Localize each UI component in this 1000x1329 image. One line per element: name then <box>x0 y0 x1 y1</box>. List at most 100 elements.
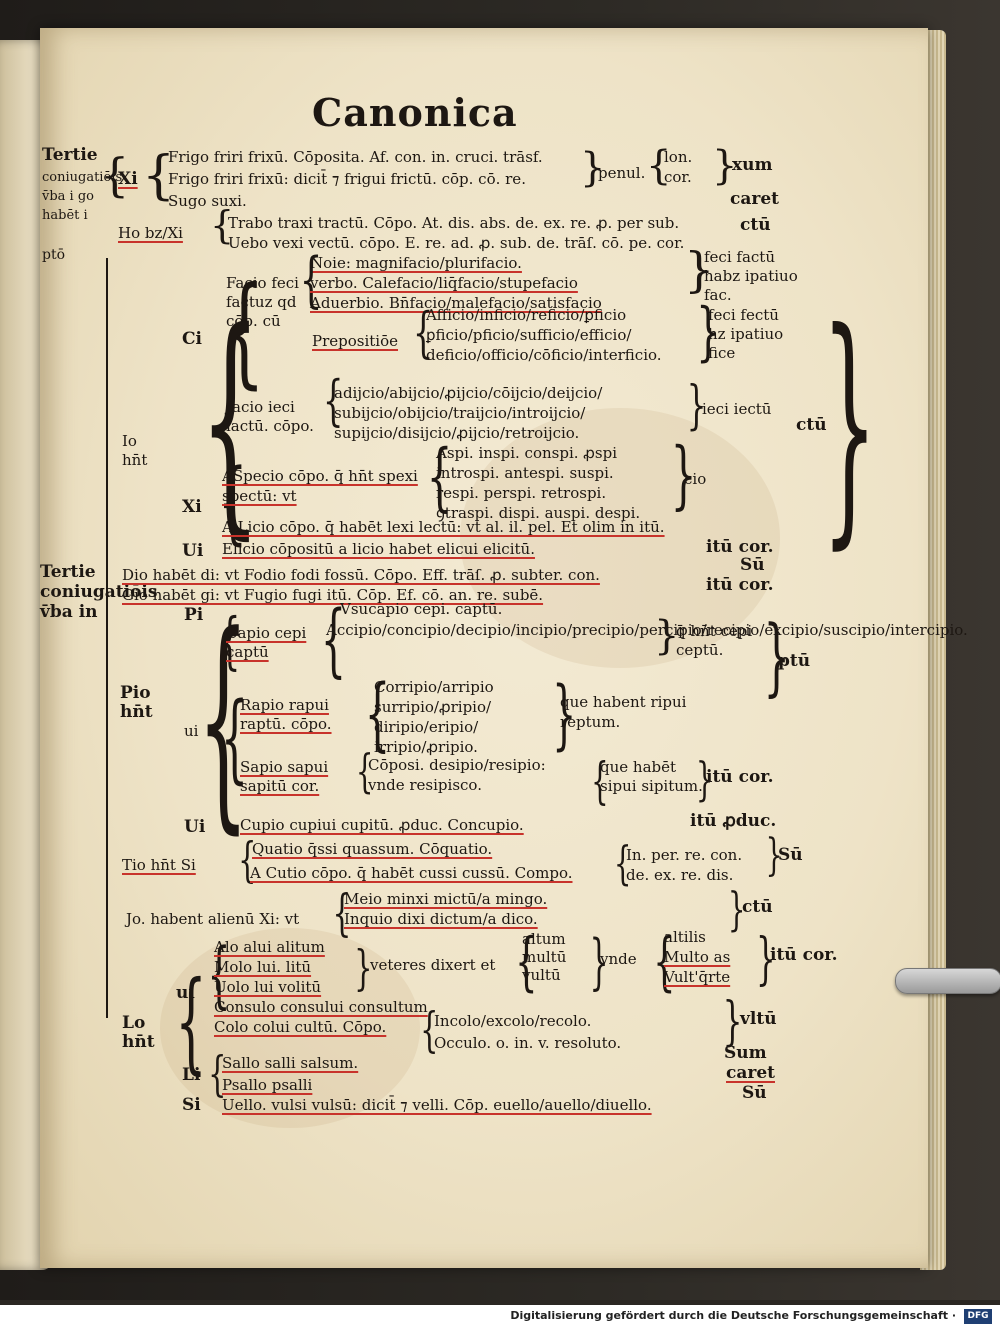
brace-closing: } <box>763 607 791 705</box>
ending-ctu-2: ctū <box>796 415 827 435</box>
note-ripui-reptum: que habent ripui reptum. <box>560 693 687 731</box>
brace: { <box>218 450 247 555</box>
label-si: Si <box>182 1095 201 1115</box>
entry-multu: multū <box>522 948 567 966</box>
brace-closing: } <box>354 940 373 996</box>
ending-ctu-3: ctū <box>742 897 773 917</box>
note-feci-factu: feci factū habz ipatiuo fac. <box>704 248 798 304</box>
label-prepositione: Prepositiōe <box>312 332 399 350</box>
book-page <box>40 28 928 1268</box>
heading-pto: ptō <box>42 247 66 263</box>
label-penul: penul. <box>598 164 646 182</box>
label-ui-4: ui <box>176 983 195 1003</box>
page-title: Canonica <box>312 90 518 135</box>
ending-ctu-1: ctū <box>740 215 771 235</box>
brace: { <box>223 262 266 401</box>
entry-vsucapio: Vsucapio cepi. captū. <box>340 600 503 618</box>
brace: { <box>175 957 207 1085</box>
label-ci: Ci <box>182 329 202 349</box>
entry-frigo-1: Frigo friri frixū. Cōposita. Af. con. in… <box>168 148 543 166</box>
bracket-line <box>106 258 108 1018</box>
entry-consulo: Consulo consului consultum <box>214 998 428 1016</box>
brace: { <box>426 434 453 520</box>
label-lo-hnt: Lo hn̄t <box>122 1013 155 1052</box>
brace-closing: } <box>589 927 609 997</box>
entry-irripio: irripio/ꝓripio. <box>374 738 478 756</box>
entry-quatio: Quatio q̄ssi quassum. Cōquatio. <box>252 840 493 858</box>
entry-molo: Molo lui. litū <box>214 958 312 976</box>
ending-itu-cor-1: itū cor. <box>706 537 774 557</box>
entry-supijcio: supijcio/disijcio/ꝓijcio/retroijcio. <box>334 424 580 442</box>
entry-subijcio: subijcio/obijcio/traijcio/introijcio/ <box>334 404 586 422</box>
ending-xum: xum <box>732 155 773 175</box>
entry-multo-as: Multo as <box>664 948 731 966</box>
entry-sallo: Sallo salli salsum. <box>222 1054 359 1072</box>
entry-dio: Dio habēt di: vt Fodio fodi fossū. Cōpo.… <box>122 566 600 584</box>
entry-altilis: altilis <box>664 928 706 946</box>
note-feci-fectu: feci fectū hz ipatiuo fice <box>708 306 784 362</box>
entry-sapio: Sapio sapui sapitū cor. <box>240 758 329 795</box>
entry-in-per: In. per. re. con. <box>626 846 743 864</box>
ending-caret-2: caret <box>726 1063 775 1083</box>
entry-incolo: Incolo/excolo/recolo. <box>434 1012 592 1030</box>
brace: { <box>515 925 538 999</box>
entry-vultu: vultū <box>522 966 561 984</box>
entry-de-ex: de. ex. re. dis. <box>626 866 734 884</box>
entry-deficio: deficio/officio/cōficio/interficio. <box>426 346 662 364</box>
label-tio-hnt-si: Tio hn̄t Si <box>122 856 196 874</box>
brace: { <box>355 744 374 798</box>
entry-inquio: Inquio dixi dictum/a dico. <box>344 910 538 928</box>
ending-sum: Sum <box>724 1043 767 1063</box>
footer-bar: Digitalisierung gefördert durch die Deut… <box>0 1305 1000 1329</box>
brace: { <box>220 682 249 794</box>
entry-uolo: Uolo lui volitū <box>214 978 322 996</box>
ending-itu-cor-3: itū cor. <box>706 767 774 787</box>
brace: { <box>420 1002 439 1058</box>
label-xi: Xi <box>118 169 138 189</box>
label-io-hnt: Io hn̄t <box>122 432 148 469</box>
entry-aspi: Aspi. inspi. conspi. ꝓspi <box>436 444 617 462</box>
brace-closing: } <box>686 376 707 436</box>
heading-tertie-2: Tertie coniugatiōis v̄ba in <box>40 562 158 622</box>
entry-accipio: Accipio/concipio/decipio/incipio/precipi… <box>326 621 968 639</box>
entry-trabo: Trabo traxi tractū. Cōpo. At. dis. abs. … <box>228 214 680 232</box>
brace: { <box>199 280 261 560</box>
label-ui: Ui <box>182 541 204 561</box>
brace: { <box>218 604 241 677</box>
ending-itu-cor-2: itū cor. <box>706 575 774 595</box>
dfg-logo-icon: DFG <box>964 1309 992 1324</box>
entry-corripio: Corripio/arripio <box>374 678 494 696</box>
label-cor: cor. <box>664 168 692 186</box>
entry-verbo: verbo. Calefacio/liq̄facio/stupefacio <box>310 274 578 292</box>
entry-surripio: surripio/ꝓripio/ <box>374 698 492 716</box>
brace-closing: } <box>821 279 878 570</box>
entry-afficio: Afficio/inficio/reficio/ꝑficio <box>426 306 627 324</box>
ending-ieci-iectu: ieci iectū <box>702 400 772 418</box>
brace: { <box>142 146 176 206</box>
entry-veteres: veteres dixert et <box>370 956 496 974</box>
label-xi-2: Xi <box>182 497 202 517</box>
entry-pficio: ꝑficio/pficio/sufficio/efficio/ <box>426 326 632 344</box>
entry-acutio: A Cutio cōpo. q̄ habēt cussi cussū. Comp… <box>250 864 573 882</box>
brace: { <box>364 667 391 760</box>
entry-contraspi: ꝯtraspi. dispi. auspi. despi. <box>436 504 641 522</box>
ending-su-2: Sū <box>778 845 803 865</box>
note-cepi-ceptu: q̄ hn̄t cepi ceptū. <box>676 622 753 659</box>
brace: { <box>613 836 632 890</box>
entry-aduerbio: Aduerbio. Bn̄facio/malefacio/satisfacio <box>310 294 602 312</box>
entry-cupio: Cupio cupiui cupitū. ꝓduc. Concupio. <box>240 816 524 834</box>
entry-colo: Colo colui cultū. Cōpo. <box>214 1018 387 1036</box>
brace-closing: } <box>756 927 776 992</box>
entry-facio: Facio feci factuz qd cōp. cū <box>226 274 299 330</box>
entry-desipio: Cōposi. desipio/resipio: <box>368 756 546 774</box>
page-clip <box>895 968 1000 994</box>
entry-sugo: Sugo suxi. <box>168 192 247 210</box>
brace-closing: } <box>722 992 743 1052</box>
heading-coniugationis-go: coniugatiōis v̄ba i go habēt i <box>42 170 123 223</box>
label-pio-hnt: Pio hn̄t <box>120 683 153 722</box>
entry-elicio: Elicio cōpositū a licio habet elicui eli… <box>222 540 535 558</box>
label-ui-3: Ui <box>184 817 206 837</box>
ending-ptu: ptū <box>778 651 811 671</box>
footer-funding-text: Digitalisierung gefördert durch die Deut… <box>510 1309 956 1322</box>
entry-psallo: Psallo psalli <box>222 1076 313 1094</box>
